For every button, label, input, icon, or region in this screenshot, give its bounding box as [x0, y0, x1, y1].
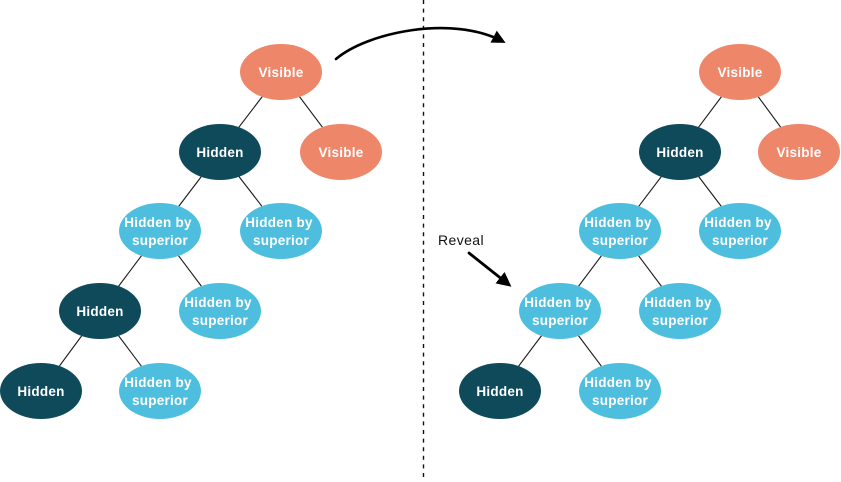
node-label-line1: Hidden by	[584, 215, 652, 230]
node-label-line1: Hidden by	[584, 375, 652, 390]
node-label-line2: superior	[132, 393, 189, 408]
tree-node-hidden: Hidden	[179, 124, 261, 180]
node-ellipse	[119, 363, 201, 419]
node-label-line2: superior	[592, 393, 649, 408]
tree-node-hidden-by-superior: Hidden by superior	[579, 203, 661, 259]
node-label: Visible	[258, 65, 303, 80]
tree-node-hidden: Hidden	[59, 283, 141, 339]
tree-node-hidden-by-superior: Hidden by superior	[179, 283, 261, 339]
node-ellipse	[758, 124, 840, 180]
node-label-line1: Hidden by	[245, 215, 313, 230]
left-tree: Visible Hidden Visible Hidden by superio…	[0, 44, 382, 419]
node-label: Hidden by superior	[584, 215, 656, 248]
node-ellipse	[119, 203, 201, 259]
node-ellipse	[579, 363, 661, 419]
tree-node-hidden: Hidden	[639, 124, 721, 180]
node-ellipse	[240, 44, 322, 100]
tree-node-visible: Visible	[699, 44, 781, 100]
node-label: Hidden by superior	[524, 295, 596, 328]
node-ellipse	[240, 203, 322, 259]
tree-node-hidden: Hidden	[459, 363, 541, 419]
transition-arrow-icon	[334, 26, 506, 61]
node-ellipse	[300, 124, 382, 180]
node-ellipse	[699, 44, 781, 100]
tree-node-visible: Visible	[240, 44, 322, 100]
tree-node-revealed-hidden-by-superior: Hidden by superior	[519, 283, 601, 339]
node-label: Hidden by superior	[644, 295, 716, 328]
node-ellipse	[579, 203, 661, 259]
node-label-line1: Hidden by	[124, 375, 192, 390]
node-label: Hidden	[76, 304, 123, 319]
node-ellipse	[699, 203, 781, 259]
tree-node-visible: Visible	[758, 124, 840, 180]
node-ellipse	[0, 363, 82, 419]
node-label: Hidden by superior	[704, 215, 776, 248]
node-label: Hidden by superior	[584, 375, 656, 408]
reveal-arrow-icon	[467, 251, 512, 287]
node-label: Hidden	[17, 384, 64, 399]
tree-node-hidden-by-superior: Hidden by superior	[119, 203, 201, 259]
node-label: Visible	[717, 65, 762, 80]
node-ellipse	[459, 363, 541, 419]
node-label-line1: Hidden by	[524, 295, 592, 310]
node-label: Hidden by superior	[184, 295, 256, 328]
node-label-line2: superior	[652, 313, 709, 328]
node-label-line2: superior	[253, 233, 310, 248]
node-label-line2: superior	[712, 233, 769, 248]
node-ellipse	[639, 283, 721, 339]
node-ellipse	[59, 283, 141, 339]
node-ellipse	[179, 124, 261, 180]
tree-node-hidden-by-superior: Hidden by superior	[639, 283, 721, 339]
node-label: Hidden by superior	[124, 215, 196, 248]
node-label-line1: Hidden by	[644, 295, 712, 310]
node-label-line2: superior	[592, 233, 649, 248]
node-label-line1: Hidden by	[184, 295, 252, 310]
node-label: Visible	[318, 145, 363, 160]
tree-node-hidden-by-superior: Hidden by superior	[240, 203, 322, 259]
tree-node-hidden-by-superior: Hidden by superior	[699, 203, 781, 259]
tree-node-hidden-by-superior: Hidden by superior	[579, 363, 661, 419]
node-label-line2: superior	[132, 233, 189, 248]
node-label: Hidden by superior	[245, 215, 317, 248]
node-label: Hidden by superior	[124, 375, 196, 408]
node-label: Hidden	[476, 384, 523, 399]
node-label-line2: superior	[532, 313, 589, 328]
node-label-line1: Hidden by	[704, 215, 772, 230]
node-ellipse	[519, 283, 601, 339]
node-label-line1: Hidden by	[124, 215, 192, 230]
reveal-label: Reveal	[438, 232, 484, 248]
node-ellipse	[179, 283, 261, 339]
node-label: Hidden	[656, 145, 703, 160]
tree-node-visible: Visible	[300, 124, 382, 180]
right-tree: Visible Hidden Visible Hidden by superio…	[459, 44, 840, 419]
node-label: Hidden	[196, 145, 243, 160]
reveal-annotation: Reveal	[438, 232, 512, 287]
tree-node-hidden-by-superior: Hidden by superior	[119, 363, 201, 419]
tree-node-hidden: Hidden	[0, 363, 82, 419]
node-ellipse	[639, 124, 721, 180]
node-label-line2: superior	[192, 313, 249, 328]
node-label: Visible	[776, 145, 821, 160]
